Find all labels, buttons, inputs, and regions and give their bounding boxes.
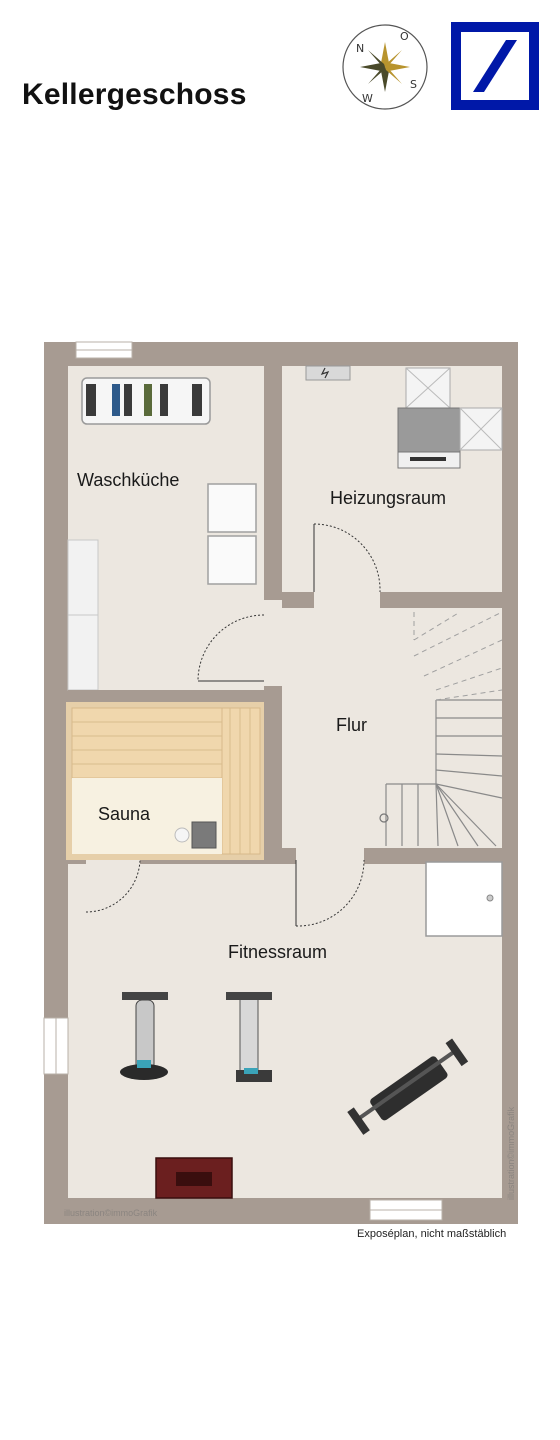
- washing-machine-icon: [207, 483, 257, 533]
- exercise-bike-icon: [120, 992, 168, 1080]
- door-fitnessraum: [295, 859, 365, 927]
- rowing-machine-icon: [226, 992, 272, 1082]
- compass-w: W: [362, 92, 373, 105]
- room-label-waschkueche: Waschküche: [77, 470, 179, 490]
- plan-caption: Exposéplan, nicht maßstäblich: [357, 1228, 507, 1240]
- credit-side: illustration©immoGrafik: [506, 1106, 516, 1200]
- dryer-icon: [207, 535, 257, 585]
- compass-n: N: [356, 42, 364, 55]
- bank-logo-icon: [451, 22, 539, 110]
- sauna-bucket-icon: [174, 827, 190, 843]
- door-waschkueche: [197, 614, 265, 682]
- compass-o: O: [400, 30, 409, 43]
- room-label-fitnessraum: Fitnessraum: [228, 942, 327, 962]
- storage-chest-icon: [155, 1157, 233, 1199]
- door-heizungsraum: [313, 523, 381, 593]
- staircase-icon: [379, 699, 503, 847]
- room-label-sauna: Sauna: [98, 804, 151, 824]
- room-label-flur: Flur: [336, 715, 367, 735]
- sauna-stove-icon: [191, 821, 217, 849]
- credit-bottom: illustration©immoGrafik: [64, 1208, 158, 1218]
- heizungsraum-floor: [282, 366, 502, 592]
- room-label-heizungsraum: Heizungsraum: [330, 488, 446, 508]
- floor-title: Kellergeschoss: [22, 78, 247, 111]
- weight-bench-icon: [347, 1038, 469, 1135]
- flur-floor: [282, 608, 502, 848]
- compass-s: S: [410, 78, 417, 91]
- door-sauna: [85, 859, 141, 913]
- wall-wasch-heiz: [264, 366, 282, 600]
- compass-rose-icon: N O S W: [342, 24, 428, 110]
